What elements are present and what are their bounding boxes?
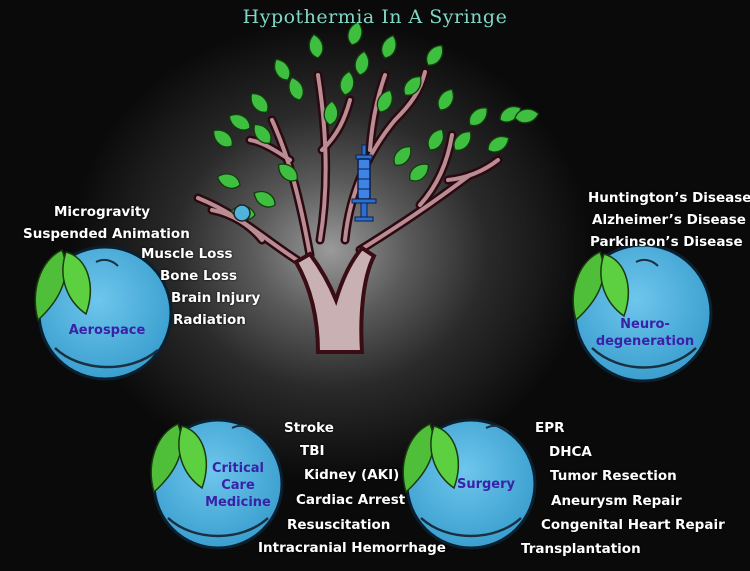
fruit-label-line: Medicine xyxy=(205,495,271,510)
diagram-title: Hypothermia In A Syringe xyxy=(242,6,508,28)
fruit-label-line: Neuro- xyxy=(620,317,670,332)
leaf-shape xyxy=(253,190,276,208)
leaf-shape xyxy=(228,113,251,131)
leaf-shape xyxy=(323,100,339,126)
leaf-shape xyxy=(376,89,393,113)
syringe-icon xyxy=(351,144,377,222)
leaf-shape xyxy=(250,92,269,113)
leaf-shape xyxy=(308,33,324,59)
tree-leaves xyxy=(212,21,540,221)
fruit-label-line: degeneration xyxy=(595,334,695,349)
critical-care-item: Cardiac Arrest xyxy=(296,492,406,508)
leaf-shape xyxy=(253,123,272,144)
fruit-label-line: Aerospace xyxy=(68,323,146,338)
neuro-item: Huntington’s Disease xyxy=(588,190,750,206)
leaf-shape xyxy=(403,75,422,96)
fruit-aerospace xyxy=(34,245,173,381)
surgery-item: Congenital Heart Repair xyxy=(541,517,725,533)
leaf-shape xyxy=(216,173,241,189)
fruit-label-aerospace: Aerospace xyxy=(52,322,162,339)
surgery-item: DHCA xyxy=(549,444,592,460)
critical-care-item: Kidney (AKI) xyxy=(304,467,400,483)
leaf-shape xyxy=(453,130,472,151)
surgery-item: Transplantation xyxy=(521,541,641,557)
leaf-shape xyxy=(273,58,291,81)
leaf-shape xyxy=(339,70,355,96)
fruit-surgery xyxy=(402,418,537,550)
surgery-item: Aneurysm Repair xyxy=(551,493,682,509)
leaf-shape xyxy=(487,135,510,153)
critical-care-item: Intracranial Hemorrhage xyxy=(258,540,446,556)
leaf-shape xyxy=(347,21,363,46)
fruit-label-line: Care xyxy=(221,478,255,493)
leaf-shape xyxy=(393,145,412,166)
aerospace-item: Muscle Loss xyxy=(141,246,233,262)
aerospace-item: Radiation xyxy=(173,312,246,328)
leaf-shape xyxy=(409,163,430,182)
leaf-shape xyxy=(381,34,397,59)
fruit-label-line: Surgery xyxy=(456,477,516,492)
critical-care-item: Resuscitation xyxy=(287,517,391,533)
aerospace-item: Brain Injury xyxy=(171,290,261,306)
surgery-item: EPR xyxy=(535,420,565,436)
aerospace-item: Microgravity xyxy=(54,204,151,220)
fruit-critical-care xyxy=(150,418,284,550)
fruit-label-critical-care: Critical Care Medicine xyxy=(198,460,278,511)
fruit-label-surgery: Surgery xyxy=(436,476,536,493)
leaf-shape xyxy=(514,108,540,124)
leaf-shape xyxy=(468,107,488,127)
fruit-label-line: Critical xyxy=(211,461,264,476)
leaf-shape xyxy=(437,88,455,111)
surgery-item: Tumor Resection xyxy=(550,468,677,484)
aerospace-item: Bone Loss xyxy=(160,268,237,284)
critical-care-item: Stroke xyxy=(284,420,334,436)
leaf-shape xyxy=(288,76,304,101)
fruit-label-neuro: Neuro- degeneration xyxy=(595,316,695,350)
leaf-shape xyxy=(427,128,445,151)
tree-trunk xyxy=(293,245,377,354)
aerospace-item: Suspended Animation xyxy=(23,226,190,242)
neuro-item: Parkinson’s Disease xyxy=(590,234,743,250)
leaf-shape xyxy=(426,44,444,66)
leaf-shape xyxy=(277,163,298,182)
critical-care-item: TBI xyxy=(300,443,325,459)
fruit-neurodegeneration xyxy=(572,243,713,383)
neuro-item: Alzheimer’s Disease xyxy=(592,212,746,228)
leaf-shape xyxy=(354,50,370,76)
leaf-shape xyxy=(212,129,233,148)
small-fruit xyxy=(233,204,251,222)
